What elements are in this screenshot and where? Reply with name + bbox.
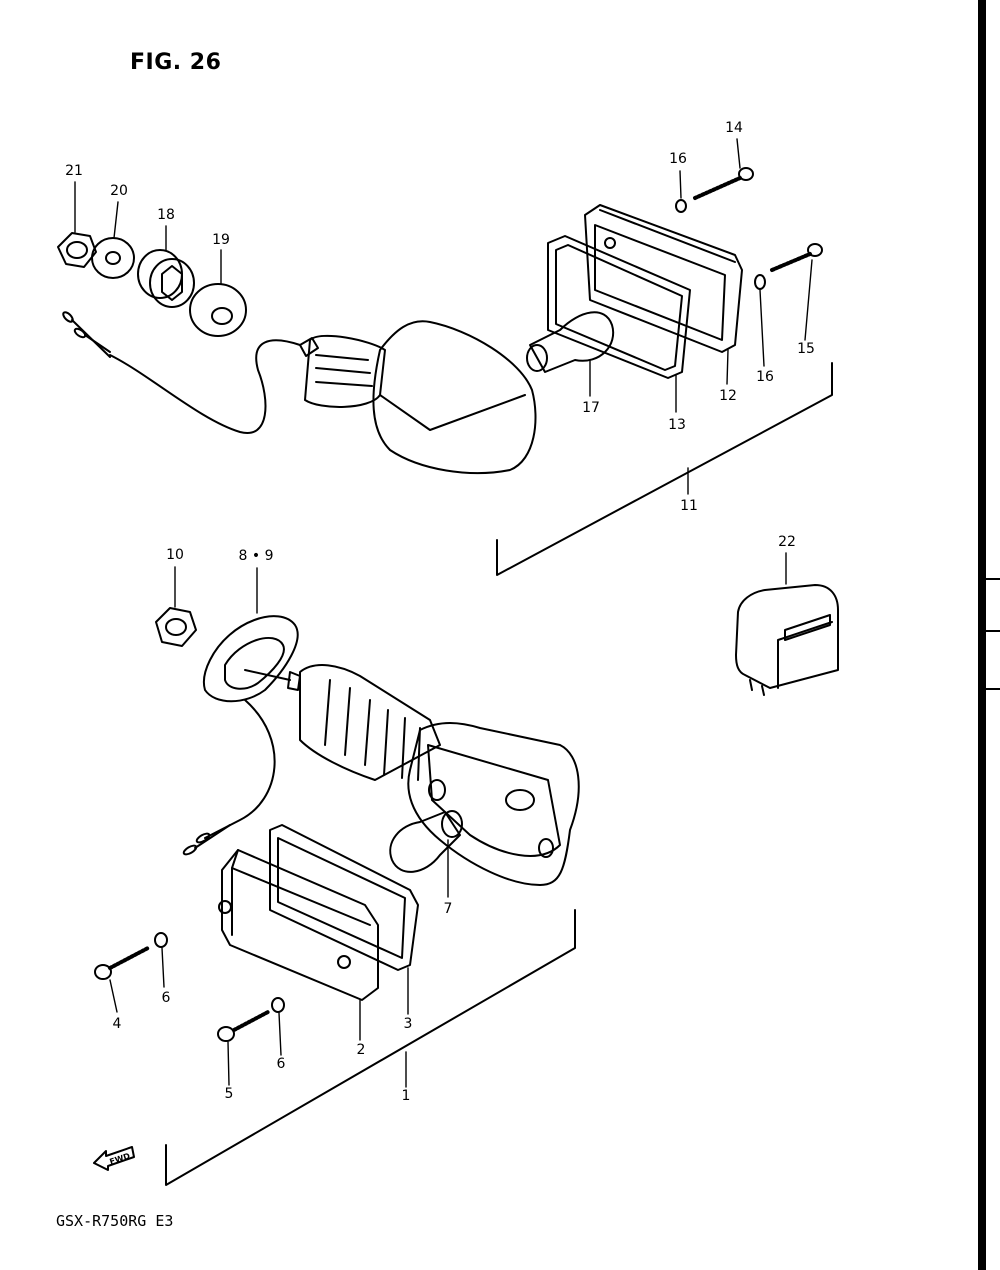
bulb-17 — [526, 311, 615, 373]
edge-tick — [986, 578, 1000, 580]
upper-wire — [62, 311, 301, 435]
washer-20 — [91, 237, 135, 279]
bushing-18 — [137, 249, 195, 308]
callout-19: 19 — [212, 232, 230, 248]
callout-4: 4 — [112, 1016, 122, 1032]
callout-7: 7 — [443, 901, 453, 917]
page-edge-bar — [978, 0, 986, 1270]
figure-title: FIG. 26 — [130, 50, 222, 75]
edge-tick — [986, 688, 1000, 690]
callout-10: 10 — [166, 547, 184, 563]
washer-16a — [675, 199, 687, 213]
upper-housing — [299, 320, 537, 475]
callout-20: 20 — [110, 183, 128, 199]
washer-6b — [271, 997, 285, 1013]
callout-1: 1 — [401, 1088, 411, 1104]
callout-6-right: 6 — [276, 1056, 286, 1072]
callout-13: 13 — [668, 417, 686, 433]
callout-8-9: 8 • 9 — [238, 548, 274, 564]
screw-14 — [693, 167, 754, 200]
lower-wire — [182, 699, 276, 856]
callout-22: 22 — [778, 534, 796, 550]
bracket-11 — [496, 362, 833, 576]
callout-11: 11 — [680, 498, 698, 514]
callout-6-left: 6 — [161, 990, 171, 1006]
washer-19 — [189, 283, 247, 337]
screw-5 — [217, 1010, 270, 1042]
lower-housing — [244, 664, 580, 886]
nut-21 — [57, 232, 97, 268]
leader-lines — [74, 138, 813, 1088]
forward-arrow-icon: FWD — [93, 1146, 135, 1171]
callout-3: 3 — [403, 1016, 413, 1032]
bulb-7 — [389, 810, 463, 873]
nut-10 — [155, 607, 197, 647]
callout-18: 18 — [157, 207, 175, 223]
callout-5: 5 — [224, 1086, 234, 1102]
callout-16-bottom: 16 — [756, 369, 774, 385]
callout-16-top: 16 — [669, 151, 687, 167]
grommet-8-9 — [202, 615, 299, 703]
callout-21: 21 — [65, 163, 83, 179]
callout-15: 15 — [797, 341, 815, 357]
model-code: GSX-R750RG E3 — [56, 1212, 174, 1230]
callout-17: 17 — [582, 400, 600, 416]
lens-12 — [584, 204, 743, 353]
edge-tick — [986, 630, 1000, 632]
lens-2 — [218, 849, 379, 1001]
gasket-3 — [269, 824, 419, 971]
screw-15 — [770, 243, 823, 272]
gasket-13 — [547, 235, 691, 379]
relay-22 — [735, 584, 839, 696]
washer-16b — [754, 274, 766, 290]
screw-4 — [94, 946, 150, 980]
callout-12: 12 — [719, 388, 737, 404]
bracket-1 — [165, 909, 576, 1186]
washer-6a — [154, 932, 168, 948]
callout-14: 14 — [725, 120, 743, 136]
callout-2: 2 — [356, 1042, 366, 1058]
